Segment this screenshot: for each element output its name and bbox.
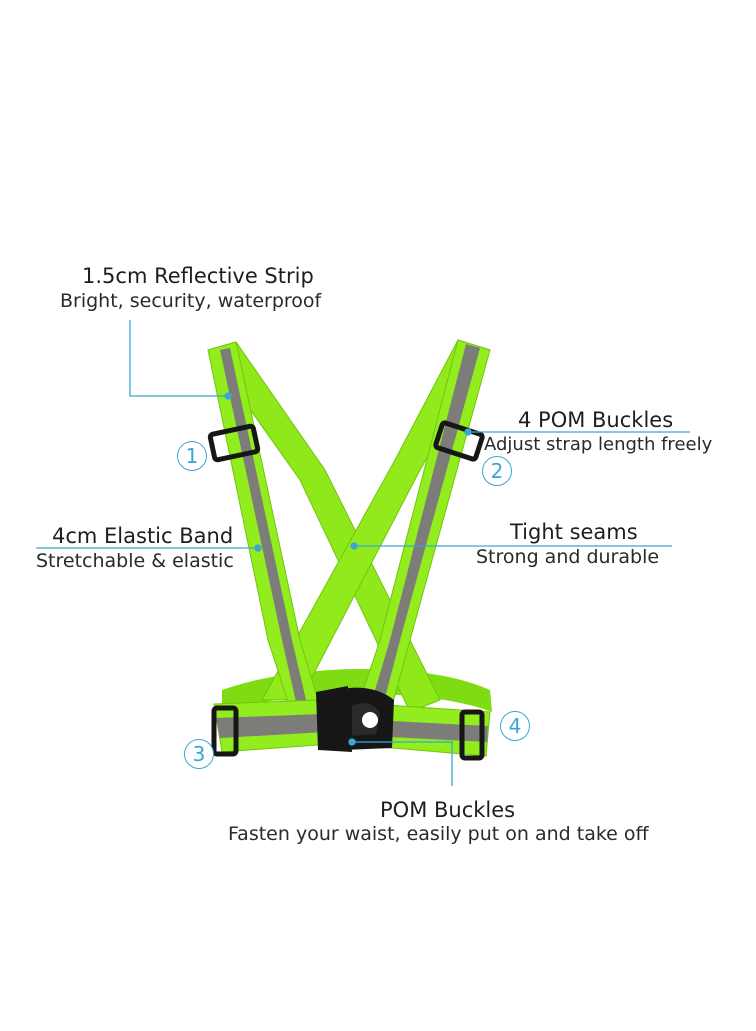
reflective-strip-waist-left bbox=[216, 714, 326, 738]
waist-buckles-subtitle: Fasten your waist, easily put on and tak… bbox=[228, 823, 649, 845]
elastic-band-title: 4cm Elastic Band bbox=[52, 524, 234, 548]
reflective-strip-waist-right bbox=[372, 720, 488, 742]
marker-3: 3 bbox=[184, 739, 214, 769]
slide-buckle-waist-right bbox=[459, 709, 485, 761]
reflective-strip-left bbox=[220, 348, 306, 702]
reflective-strip-right bbox=[372, 344, 480, 702]
marker-1: 1 bbox=[177, 441, 207, 471]
leader-reflective-strip bbox=[129, 320, 228, 397]
shoulder-buckles-title: 4 POM Buckles bbox=[518, 408, 674, 432]
leader-waist-buckles bbox=[352, 741, 453, 786]
reflective-strip-subtitle: Bright, security, waterproof bbox=[60, 290, 322, 312]
shoulder-buckles-subtitle: Adjust strap length freely bbox=[484, 434, 713, 455]
elastic-band-subtitle: Stretchable & elastic bbox=[36, 550, 234, 572]
slide-buckle-right bbox=[433, 420, 485, 462]
seams-title: Tight seams bbox=[510, 520, 638, 544]
marker-2: 2 bbox=[482, 456, 512, 486]
seams-subtitle: Strong and durable bbox=[476, 546, 660, 568]
reflective-strip-title: 1.5cm Reflective Strip bbox=[82, 264, 314, 288]
marker-4: 4 bbox=[500, 711, 530, 741]
waist-buckles-title: POM Buckles bbox=[380, 798, 516, 822]
slide-buckle-left bbox=[207, 423, 261, 463]
slide-buckle-waist-left bbox=[211, 705, 239, 757]
